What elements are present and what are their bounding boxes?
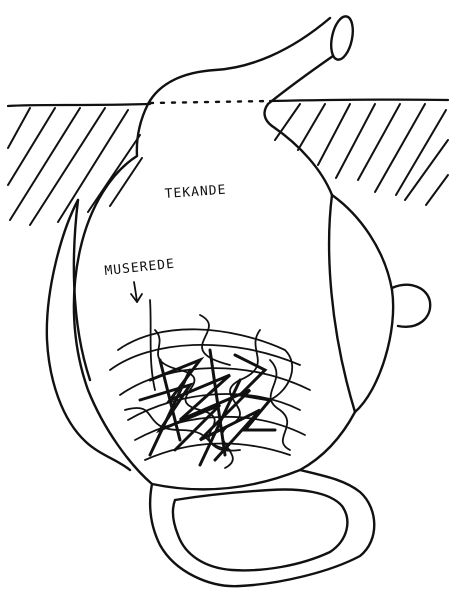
nest-label: MUSEREDE: [104, 257, 176, 279]
mouse-nest-dense-core: [140, 350, 275, 465]
soil-hatching-right: [275, 104, 448, 205]
teapot-side-handle: [47, 200, 130, 470]
nest-arrow: [131, 282, 142, 302]
teapot-label: TEKANDE: [164, 183, 227, 202]
